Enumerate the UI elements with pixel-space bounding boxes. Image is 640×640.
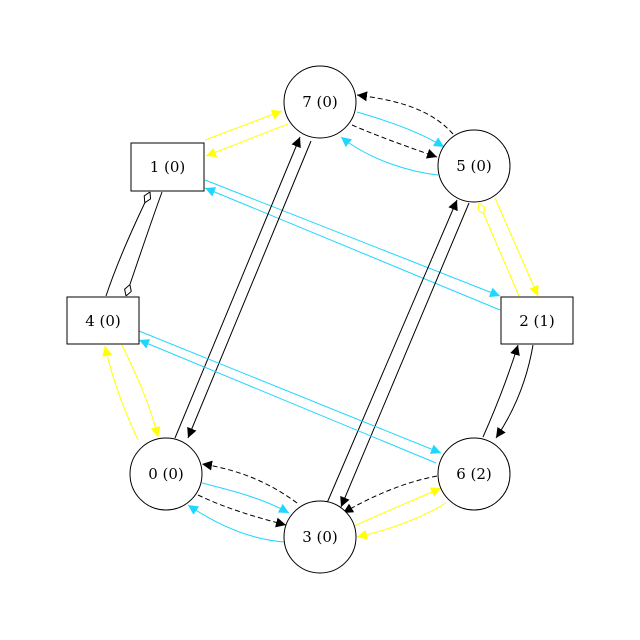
edge-6-3-dashed	[342, 475, 438, 514]
node-2-label: 2 (1)	[519, 312, 555, 330]
edge-1-4	[126, 191, 163, 296]
edge-4-6	[138, 330, 442, 454]
edge-7-1	[205, 123, 289, 158]
edge-7-0	[187, 140, 312, 439]
edge-7-5-dashed	[351, 124, 438, 159]
node-5-label: 5 (0)	[456, 157, 492, 175]
edge-1-7	[204, 109, 283, 141]
edge-6-4	[138, 339, 437, 464]
edge-3-0-dashed	[201, 460, 298, 504]
node-4-label: 4 (0)	[85, 312, 121, 330]
edge-4-1	[105, 192, 150, 297]
nodes-layer: 7 (0) 5 (0) 1 (0) 2 (1) 4 (0) 6 (2) 0 (0…	[66, 65, 574, 574]
edge-0-7	[174, 136, 301, 439]
edge-0-3-dashed	[197, 494, 287, 528]
edge-3-6	[351, 487, 442, 528]
edges-layer	[102, 91, 539, 543]
edge-6-2	[482, 344, 520, 438]
edge-3-5	[326, 199, 458, 504]
node-7[interactable]: 7 (0)	[283, 65, 357, 139]
edge-7-5	[356, 111, 445, 148]
node-1[interactable]: 1 (0)	[130, 142, 205, 192]
edge-5-2	[494, 197, 539, 297]
edge-4-0	[121, 344, 161, 438]
node-3-label: 3 (0)	[302, 528, 338, 546]
node-0[interactable]: 0 (0)	[129, 437, 203, 511]
edge-2-6	[495, 344, 534, 439]
edge-5-7	[340, 136, 439, 176]
edge-2-5	[479, 203, 520, 297]
edge-3-0	[187, 504, 286, 543]
node-6[interactable]: 6 (2)	[437, 437, 511, 511]
node-5[interactable]: 5 (0)	[437, 129, 511, 203]
edge-5-3	[340, 202, 470, 508]
edge-0-3	[201, 482, 290, 514]
node-4[interactable]: 4 (0)	[66, 296, 140, 345]
edge-6-3	[356, 502, 447, 540]
edge-5-7-dashed	[356, 91, 454, 135]
node-0-label: 0 (0)	[148, 465, 184, 483]
edge-0-4	[102, 345, 139, 441]
node-6-label: 6 (2)	[456, 465, 492, 483]
node-3[interactable]: 3 (0)	[283, 500, 357, 574]
node-2[interactable]: 2 (1)	[500, 296, 574, 345]
node-7-label: 7 (0)	[302, 93, 338, 111]
edge-2-1	[204, 187, 501, 311]
edge-1-2	[204, 179, 501, 297]
node-1-label: 1 (0)	[150, 158, 186, 176]
